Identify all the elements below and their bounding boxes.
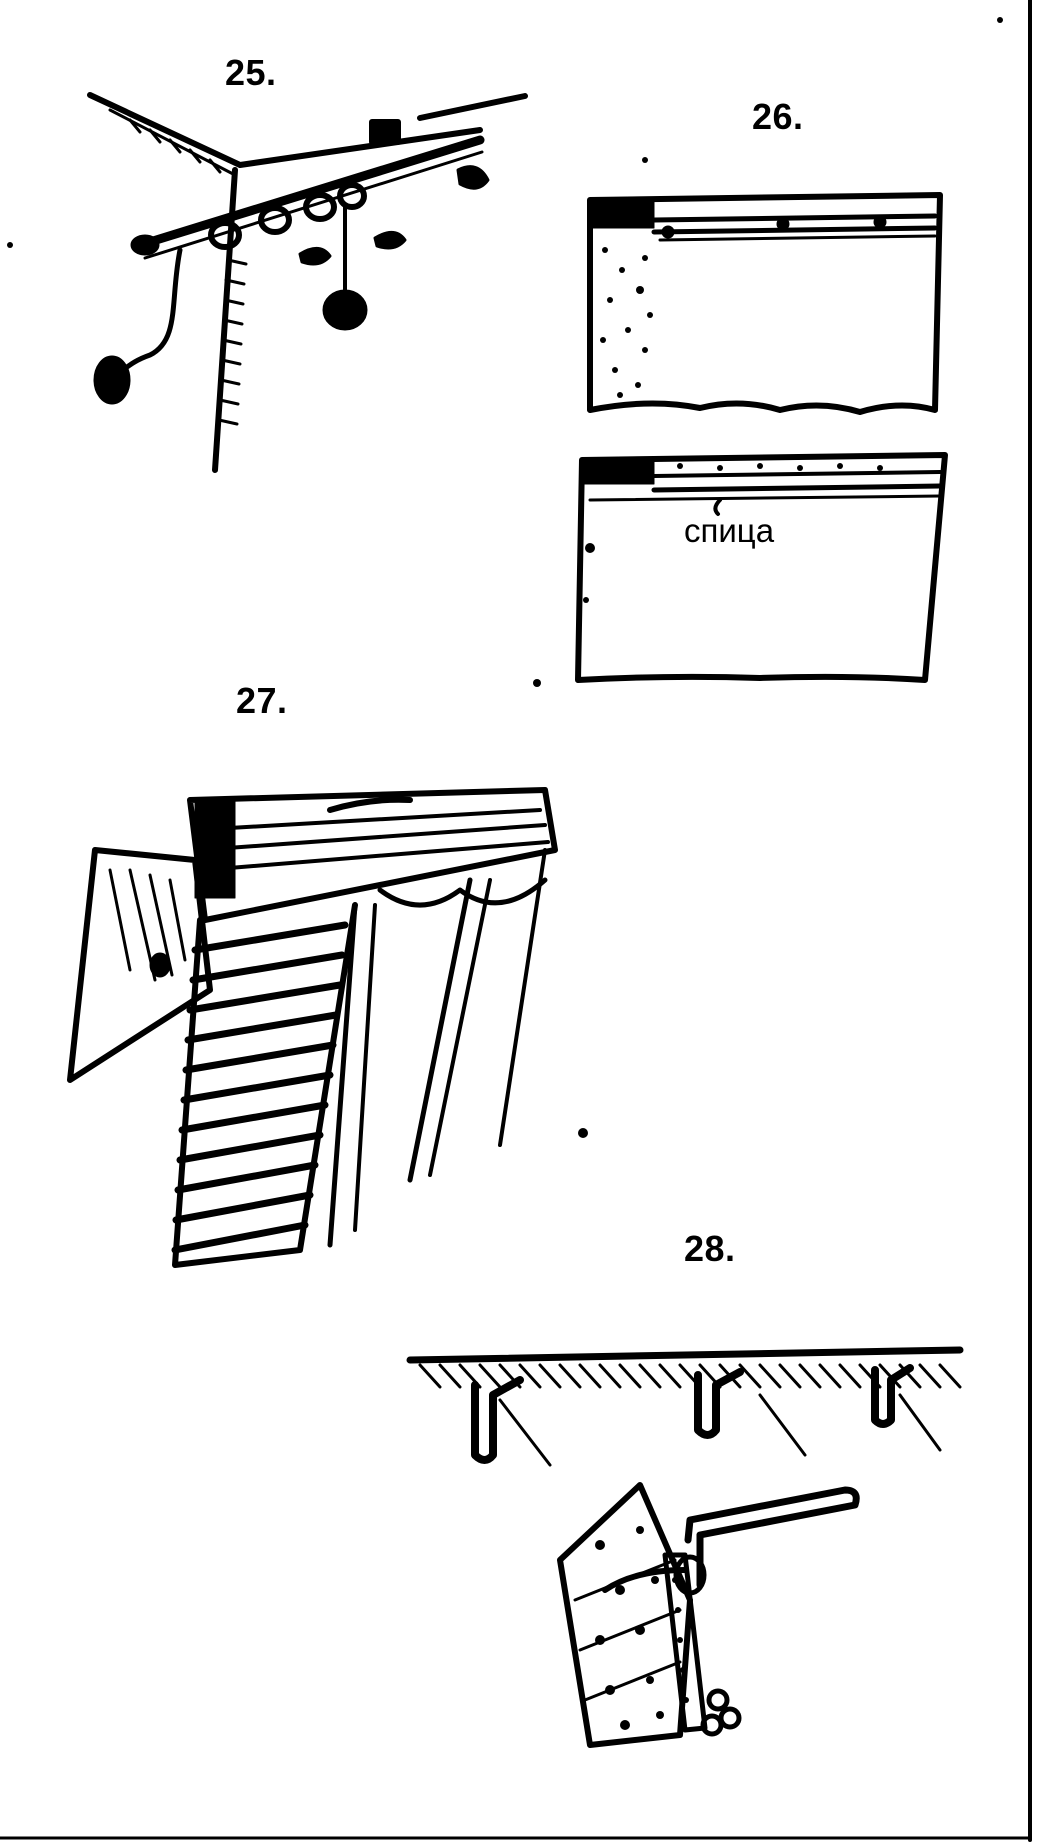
print-specks — [7, 17, 1003, 1138]
figure-26-drawing — [575, 192, 948, 683]
figure-25-number: 25. — [225, 52, 277, 93]
figure-28-drawing — [406, 1346, 964, 1748]
spitsa-pointer — [713, 498, 722, 516]
curtain-rod — [135, 135, 485, 250]
wooden-bracket — [67, 847, 213, 1083]
curtain-rod-mount — [684, 1486, 860, 1589]
ceiling-line — [406, 1346, 964, 1364]
figure-27-number: 27. — [236, 680, 288, 721]
curtain-panel-top — [587, 192, 943, 415]
ceiling-hook-3 — [871, 1364, 914, 1428]
wall-fragment — [557, 1482, 693, 1748]
ceiling-edge-right — [417, 93, 528, 121]
figure-27-drawing — [67, 787, 558, 1268]
figure-28-number: 28. — [684, 1228, 736, 1269]
curtain-pleat-mid — [407, 877, 473, 1183]
ceiling-hook-2 — [694, 1368, 744, 1439]
spitsa-label: спица — [684, 512, 775, 549]
curtain-panel-bottom — [575, 452, 948, 683]
curtain-pleat-right — [498, 848, 547, 1147]
figure-26-number: 26. — [752, 96, 804, 137]
ceiling-hook-1 — [471, 1376, 524, 1464]
figure-25-drawing — [87, 92, 528, 473]
